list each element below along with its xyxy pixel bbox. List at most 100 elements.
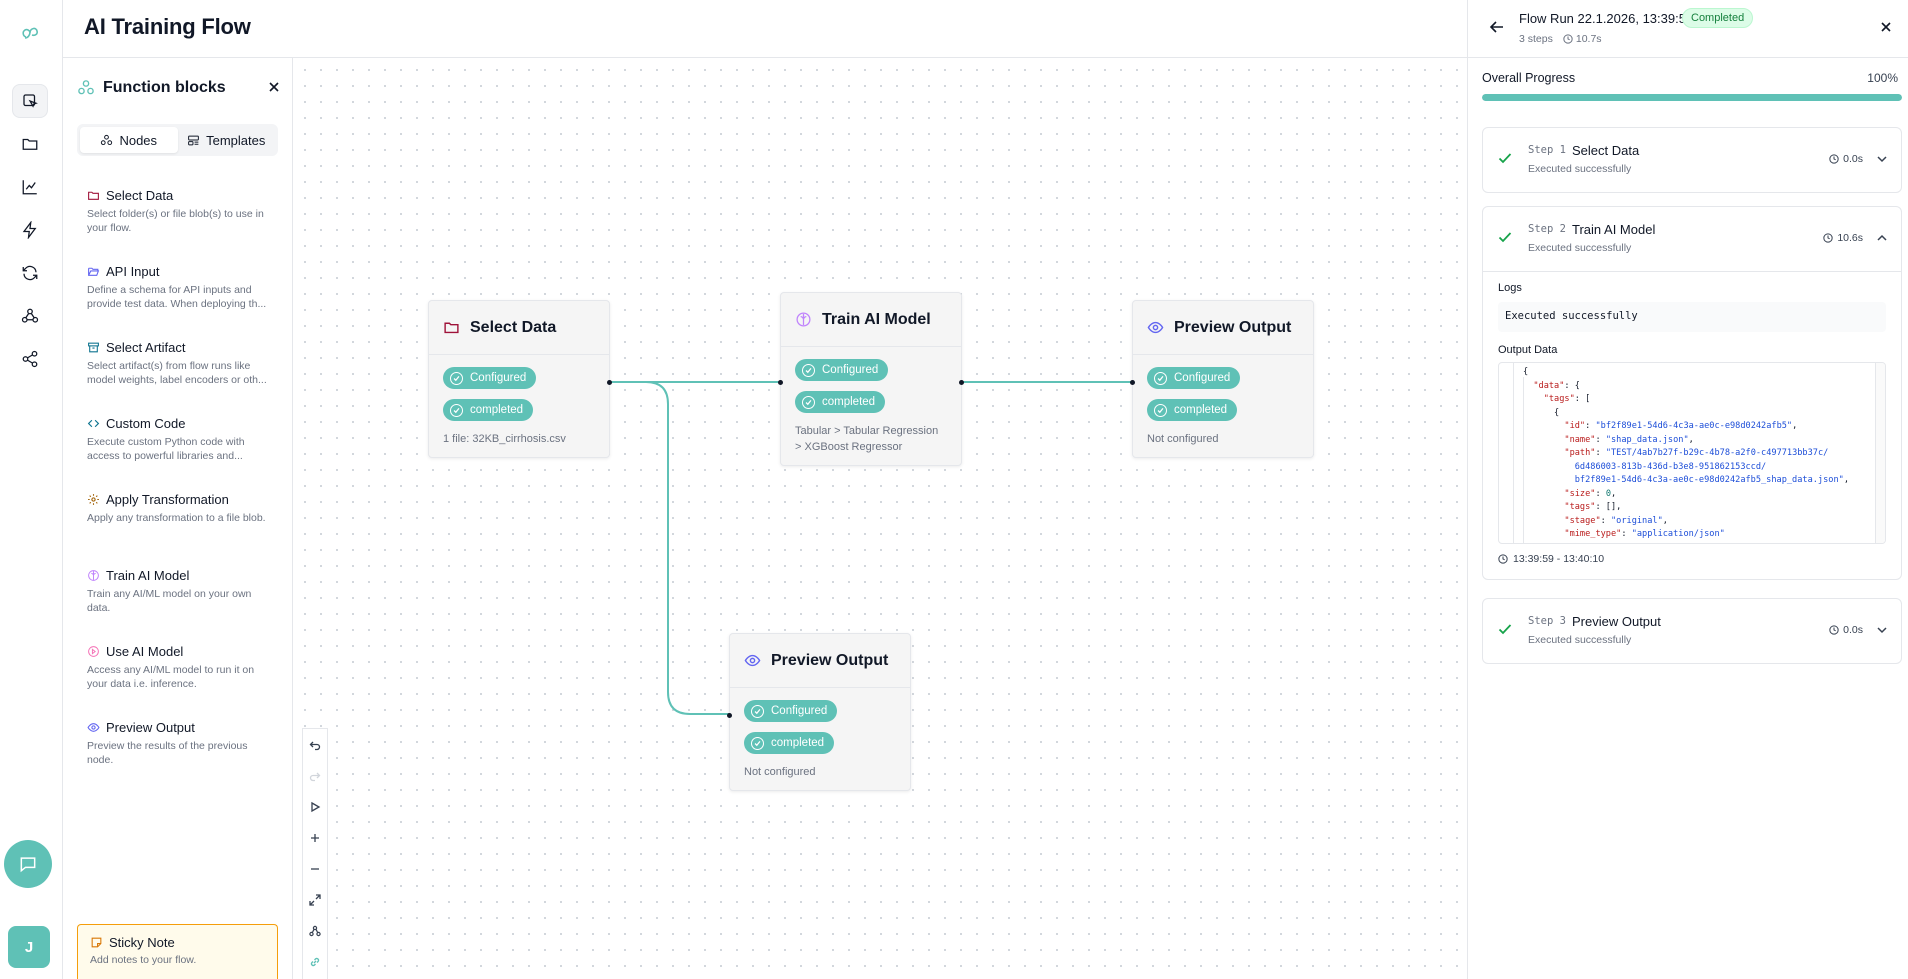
node-meta: Not configured xyxy=(744,766,816,778)
redo-icon[interactable] xyxy=(303,760,327,791)
scrollbar[interactable] xyxy=(1875,363,1885,543)
chat-icon xyxy=(20,857,36,873)
node-select-data[interactable]: Select Data Configured completed 1 file:… xyxy=(428,300,612,458)
block-name: API Input xyxy=(106,264,160,279)
tab-nodes[interactable]: Nodes xyxy=(80,127,178,153)
close-icon[interactable] xyxy=(1877,18,1895,36)
webhook-icon[interactable] xyxy=(12,299,48,333)
tab-templates-label: Templates xyxy=(206,132,266,148)
step-status: Executed successfully xyxy=(1528,163,1632,175)
node-preview-output[interactable]: Preview Output Configured completed Not … xyxy=(727,633,911,791)
output-handle[interactable] xyxy=(607,380,612,385)
logo-icon[interactable] xyxy=(16,17,44,45)
sticky-note-block[interactable]: Sticky Note Add notes to your flow. xyxy=(77,924,278,979)
flow-canvas[interactable]: Select Data Configured completed 1 file:… xyxy=(293,58,1467,979)
chevron-down-icon[interactable] xyxy=(1875,152,1889,166)
configured-badge: Configured xyxy=(443,367,537,389)
refresh-icon[interactable] xyxy=(12,256,48,290)
folder-icon xyxy=(88,191,99,200)
tab-templates[interactable]: Templates xyxy=(178,127,276,153)
node-header: Train AI Model xyxy=(781,293,961,347)
step-card[interactable]: Step 3 Preview Output Executed successfu… xyxy=(1482,598,1902,664)
block-name: Custom Code xyxy=(106,416,186,431)
configured-badge: Configured xyxy=(795,359,889,381)
check-circle-icon xyxy=(450,371,463,385)
check-icon xyxy=(1498,624,1512,635)
step-name: Select Data xyxy=(1572,143,1640,158)
progress-percent: 100% xyxy=(1867,71,1898,85)
lightning-icon[interactable] xyxy=(12,213,48,247)
run-icon[interactable] xyxy=(303,791,327,822)
block-custom-code[interactable]: Custom Code Execute custom Python code w… xyxy=(87,416,277,492)
check-circle-icon xyxy=(802,395,815,409)
function-blocks-title: Function blocks xyxy=(103,79,226,96)
blocks-icon xyxy=(78,80,94,95)
back-arrow-icon[interactable] xyxy=(1488,18,1506,36)
input-handle[interactable] xyxy=(778,380,783,385)
folder-icon[interactable] xyxy=(12,127,48,161)
brain-icon xyxy=(88,570,99,581)
node-preview-output[interactable]: Preview Output Configured completed Not … xyxy=(1130,300,1314,458)
step-header[interactable]: Step 3 Preview Output Executed successfu… xyxy=(1483,599,1901,663)
node-meta: Not configured xyxy=(1147,433,1219,445)
fit-view-icon[interactable] xyxy=(303,884,327,915)
block-desc: Preview the results of the previous node… xyxy=(87,740,248,766)
time-range-value: 13:39:59 - 13:40:10 xyxy=(1513,553,1605,565)
layout-icon[interactable] xyxy=(303,915,327,946)
chevron-up-icon[interactable] xyxy=(1875,231,1889,245)
page-title: AI Training Flow xyxy=(84,14,251,39)
sticky-note-icon xyxy=(91,937,102,948)
step-card[interactable]: Step 2 Train AI Model Executed successfu… xyxy=(1482,206,1902,580)
function-blocks-panel: Function blocks Nodes Templates Select D… xyxy=(63,58,293,979)
block-api-input[interactable]: API Input Define a schema for API inputs… xyxy=(87,264,277,340)
node-title: Train AI Model xyxy=(822,310,931,328)
run-duration: 10.7s xyxy=(1575,33,1602,45)
input-handle[interactable] xyxy=(727,713,732,718)
link-icon[interactable] xyxy=(303,946,327,977)
check-circle-icon xyxy=(450,403,463,417)
node-train-ai-model[interactable]: Train AI Model Configured completed Tabu… xyxy=(778,292,964,466)
play-circle-icon xyxy=(88,646,99,657)
output-handle[interactable] xyxy=(959,380,964,385)
check-circle-icon xyxy=(1154,403,1167,417)
configured-badge: Configured xyxy=(744,700,838,722)
archive-icon xyxy=(88,342,99,353)
avatar[interactable]: J xyxy=(8,926,50,968)
zoom-in-icon[interactable] xyxy=(303,822,327,853)
share-icon[interactable] xyxy=(12,342,48,376)
block-preview-output[interactable]: Preview Output Preview the results of th… xyxy=(87,720,277,796)
node-header: Preview Output xyxy=(730,634,910,688)
eye-icon xyxy=(744,654,761,667)
block-train-ai-model[interactable]: Train AI Model Train any AI/ML model on … xyxy=(87,568,277,644)
undo-icon[interactable] xyxy=(303,729,327,760)
block-select-artifact[interactable]: Select Artifact Select artifact(s) from … xyxy=(87,340,277,416)
sticky-note-desc: Add notes to your flow. xyxy=(90,954,197,966)
input-handle[interactable] xyxy=(1130,380,1135,385)
output-data-viewer[interactable]: { "data": { "tags": [ { "id": "bf2f89e1-… xyxy=(1498,362,1886,544)
zoom-out-icon[interactable] xyxy=(303,853,327,884)
edge-select-preview2 xyxy=(608,381,730,715)
node-meta: Tabular > Tabular Regression > XGBoost R… xyxy=(795,425,939,453)
chat-button[interactable] xyxy=(4,840,52,888)
step-card[interactable]: Step 1 Select Data Executed successfully… xyxy=(1482,127,1902,193)
flow-editor-icon[interactable] xyxy=(12,84,48,118)
chevron-down-icon[interactable] xyxy=(1875,623,1889,637)
block-apply-transformation[interactable]: Apply Transformation Apply any transform… xyxy=(87,492,277,568)
run-title: Flow Run 22.1.2026, 13:39:59 xyxy=(1519,11,1694,26)
chart-icon[interactable] xyxy=(12,170,48,204)
node-header: Select Data xyxy=(429,301,609,355)
step-header[interactable]: Step 2 Train AI Model Executed successfu… xyxy=(1483,207,1901,271)
step-header[interactable]: Step 1 Select Data Executed successfully… xyxy=(1483,128,1901,192)
block-name: Select Artifact xyxy=(106,340,186,355)
badge-label: Configured xyxy=(822,364,879,376)
block-use-ai-model[interactable]: Use AI Model Access any AI/ML model to r… xyxy=(87,644,277,720)
close-icon[interactable] xyxy=(265,78,283,96)
folder-icon xyxy=(444,322,459,334)
block-desc: Select folder(s) or file blob(s) to use … xyxy=(87,208,264,234)
node-title: Preview Output xyxy=(1174,318,1292,336)
clock-icon xyxy=(1829,625,1839,635)
block-select-data[interactable]: Select Data Select folder(s) or file blo… xyxy=(87,188,277,264)
run-panel: Flow Run 22.1.2026, 13:39:59 Completed 3… xyxy=(1467,0,1908,979)
time-range: 13:39:59 - 13:40:10 xyxy=(1498,553,1886,565)
tab-nodes-label: Nodes xyxy=(119,132,158,148)
